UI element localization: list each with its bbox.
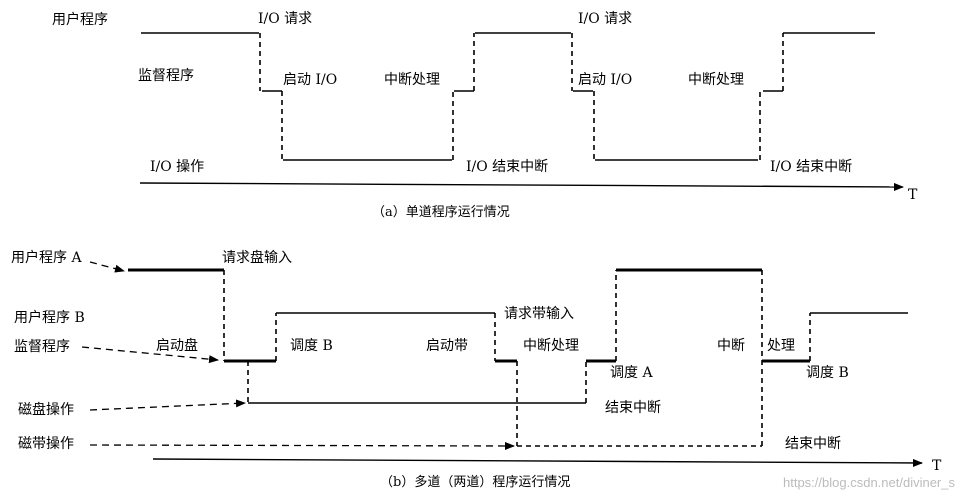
axis-label-T-b: T bbox=[932, 458, 942, 474]
label-interrupt-handling-1: 中断处理 bbox=[384, 72, 440, 88]
label-schedule-b-2: 调度 B bbox=[806, 365, 849, 381]
pointer-arrow-tape bbox=[89, 441, 515, 450]
row-label-tape-operation: 磁带操作 bbox=[18, 436, 74, 452]
time-axis-a bbox=[139, 182, 904, 191]
watermark-text: https://blog.csdn.net/diviner_s bbox=[783, 475, 955, 490]
axis-label-T-a: T bbox=[908, 187, 918, 203]
row-label-disk-operation: 磁盘操作 bbox=[18, 401, 74, 418]
label-start-io-1: 启动 I/O bbox=[283, 72, 337, 88]
label-interrupt-2b: 处理 bbox=[767, 338, 795, 354]
label-end-interrupt-2: 结束中断 bbox=[785, 436, 841, 452]
label-start-tape: 启动带 bbox=[426, 338, 468, 354]
label-schedule-b-1: 调度 B bbox=[290, 338, 333, 354]
label-end-interrupt-1: 结束中断 bbox=[605, 400, 661, 416]
row-label-user-program-a: 用户程序 A bbox=[11, 249, 82, 266]
pointer-arrow-monitor bbox=[81, 346, 219, 364]
row-label-user-program: 用户程序 bbox=[52, 11, 108, 28]
row-label-io-operation: I/O 操作 bbox=[150, 159, 204, 175]
label-io-end-interrupt-1: I/O 结束中断 bbox=[466, 159, 548, 175]
pointer-arrow-disk bbox=[89, 399, 246, 411]
diagram-a: 用户程序 监督程序 I/O 操作 I/O 请求 I/O 请求 启动 I/O 启动… bbox=[52, 11, 918, 220]
label-request-tape-input: 请求带输入 bbox=[504, 306, 574, 322]
row-label-user-program-b: 用户程序 B bbox=[14, 309, 85, 326]
label-request-disk-input: 请求盘输入 bbox=[222, 249, 292, 266]
row-label-monitor-program: 监督程序 bbox=[138, 68, 194, 84]
label-start-disk: 启动盘 bbox=[156, 337, 198, 354]
pointer-arrow-user-a bbox=[89, 261, 125, 273]
label-interrupt-2a: 中断 bbox=[717, 338, 745, 354]
label-start-io-2: 启动 I/O bbox=[578, 72, 632, 88]
label-io-request-2: I/O 请求 bbox=[578, 11, 632, 27]
caption-a: （a）单道程序运行情况 bbox=[372, 205, 510, 220]
label-interrupt-handling-1: 中断处理 bbox=[523, 338, 579, 354]
label-schedule-a: 调度 A bbox=[610, 365, 653, 381]
caption-b: （b）多道（两道）程序运行情况 bbox=[380, 474, 570, 490]
label-interrupt-handling-2: 中断处理 bbox=[688, 72, 744, 88]
time-axis-b bbox=[152, 458, 923, 467]
label-io-request-1: I/O 请求 bbox=[258, 11, 312, 27]
label-io-end-interrupt-2: I/O 结束中断 bbox=[770, 159, 852, 175]
diagram-b: 用户程序 A 用户程序 B 监督程序 磁盘操作 磁带操作 请求盘输入 启动盘 调… bbox=[11, 249, 942, 490]
row-label-monitor-program: 监督程序 bbox=[14, 339, 70, 355]
